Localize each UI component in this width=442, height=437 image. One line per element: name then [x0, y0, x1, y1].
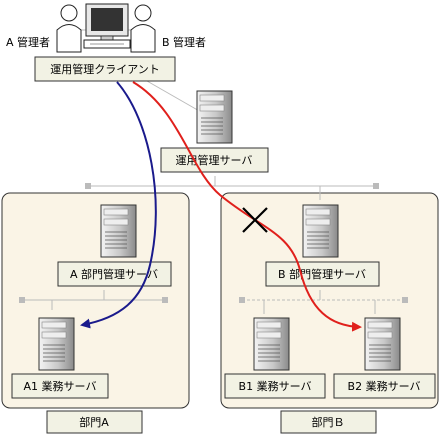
dept-a-label: 部門A — [79, 415, 109, 429]
admin-a-label: A 管理者 — [6, 35, 50, 49]
a1-server-icon — [38, 317, 75, 371]
b2-server-label-box — [333, 373, 436, 399]
b2-server-icon — [364, 317, 401, 371]
dept-b-label: 部門Ｂ — [312, 415, 345, 429]
admin-b-person-icon — [130, 4, 156, 53]
dept-a-server-label: A 部門管理サーバ — [70, 267, 158, 281]
dept-a-server-icon — [100, 204, 137, 258]
access-denied-cross-icon — [242, 207, 268, 233]
mgmt-server-icon — [196, 90, 233, 144]
connector-nodes — [19, 183, 408, 303]
admin-a-access-arrow — [80, 81, 157, 329]
a1-server-label: A1 業務サーバ — [24, 379, 97, 393]
dept-b-server-icon — [302, 204, 339, 258]
mgmt-server-label: 運用管理サーバ — [176, 153, 253, 167]
admin-a-person-icon — [56, 4, 82, 53]
a1-server-label-box — [11, 373, 109, 399]
b2-server-label: B2 業務サーバ — [348, 379, 421, 393]
mgmt-server-label-box — [160, 147, 269, 173]
dept-a-tag — [46, 410, 143, 434]
dept-b-server-label-box — [265, 261, 380, 287]
b1-server-label: B1 業務サーバ — [239, 379, 312, 393]
dept-b-server-label: B 部門管理サーバ — [278, 267, 366, 281]
dept-b-tag — [280, 410, 377, 434]
b1-server-label-box — [224, 373, 326, 399]
client-label-box — [34, 56, 176, 82]
admin-b-access-arrow — [132, 81, 362, 332]
admin-b-label: B 管理者 — [162, 35, 206, 49]
client-computer-icon — [83, 3, 131, 49]
b1-server-icon — [253, 317, 290, 371]
dept-a-server-label-box — [57, 261, 172, 287]
client-label: 運用管理クライアント — [50, 62, 160, 76]
